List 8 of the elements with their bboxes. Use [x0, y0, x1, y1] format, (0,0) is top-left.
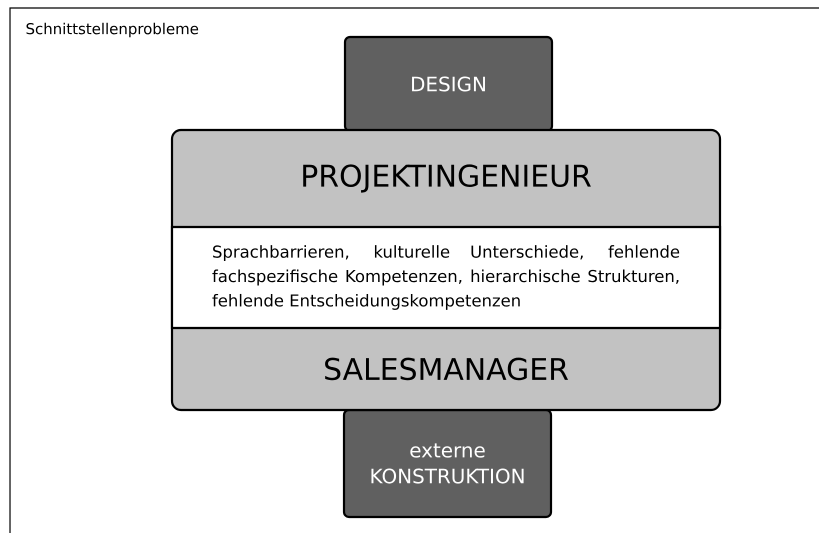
- box-label: externe KONSTRUKTION: [371, 443, 524, 484]
- role-label: PROJEKTINGENIEUR: [303, 164, 591, 193]
- title: Schnittstellenprobleme: [26, 22, 198, 38]
- role-label: SALESMANAGER: [325, 358, 568, 380]
- problem-band: [170, 226, 722, 330]
- box-label: DESIGN: [412, 76, 485, 92]
- role-box: [342, 408, 552, 518]
- problem-text: Sprachbarrieren, kulturelle Unterschiede, fehlende fachspezifische Kompetenzen, hierarchische Strukturen, fehlende Entscheidungskompetenzen: [212, 245, 680, 310]
